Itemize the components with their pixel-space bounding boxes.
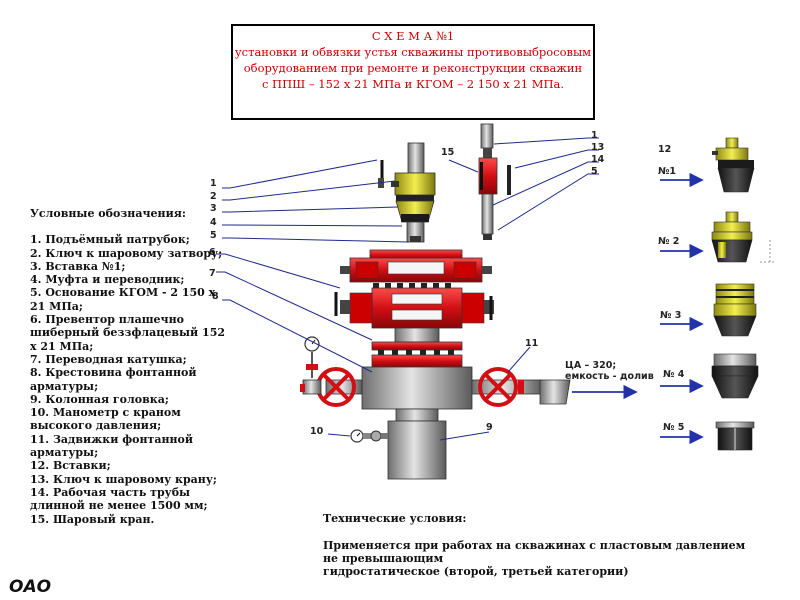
label-6: 6 <box>209 247 216 258</box>
legend-item: 15. Шаровый кран. <box>30 512 155 526</box>
technical-conditions: Технические условия: Применяется при раб… <box>323 512 763 578</box>
label-9: 9 <box>486 422 493 433</box>
insert-label-3: № 3 <box>660 310 681 321</box>
diagram-title-box: С Х Е М А №1 установки и обвязки устья с… <box>231 24 595 120</box>
preventer-stack <box>334 249 494 480</box>
insert-arrows <box>660 172 704 445</box>
insert-4-graphic <box>711 353 759 399</box>
legend-item: 5. Основание КГОМ - 2 150 х 21 МПа; <box>30 286 220 313</box>
label-11: 11 <box>525 338 538 349</box>
tech-line: гидростатическое (второй, третьей катего… <box>323 565 629 578</box>
legend-item: 14. Рабочая часть трубы длинной не менее… <box>30 485 208 513</box>
label-5: 5 <box>210 230 217 241</box>
legend-item: 7. Переводная катушка; <box>30 352 187 366</box>
legend-item: 11. Задвижки фонтанной арматуры; <box>30 432 197 460</box>
label-4: 4 <box>210 217 217 228</box>
legend-item: 13. Ключ к шаровому крану; <box>30 472 217 486</box>
legend-item: 3. Вставка №1; <box>30 259 126 273</box>
legend-item: 10. Манометр с краном высокого давления; <box>30 406 185 433</box>
label-r5: 5 <box>591 166 598 177</box>
label-12: 12 <box>658 144 671 155</box>
label-1: 1 <box>210 178 217 189</box>
title-line: С Х Е М А №1 <box>371 29 455 43</box>
insert-label-5: № 5 <box>663 422 684 433</box>
outlet-label-line1: ЦА – 320; <box>565 360 616 371</box>
insert-2-graphic <box>711 211 776 263</box>
left-gate-valve <box>300 336 363 407</box>
insert-3-graphic <box>713 283 757 337</box>
legend: Условные обозначения: 1. Подъёмный патру… <box>30 207 230 526</box>
manometer-with-valve <box>350 429 388 443</box>
legend-heading: Условные обозначения: <box>30 207 186 220</box>
insert-5-graphic <box>715 421 755 451</box>
label-r14: 14 <box>591 154 605 165</box>
leader-lines <box>216 137 599 441</box>
insert-1-graphic <box>712 137 755 193</box>
legend-item: 12. Вставки; <box>30 459 111 473</box>
tech-line: Применяется при работах на скважинах с п… <box>323 539 746 565</box>
label-r1: 1 <box>591 130 598 141</box>
label-2: 2 <box>210 191 217 202</box>
label-15: 15 <box>441 147 454 158</box>
lifting-pipe-assembly <box>378 142 436 243</box>
title-line: установки и обвязки устья скважины проти… <box>234 45 592 59</box>
title-line: оборудованием при ремонте и реконструкци… <box>243 61 583 75</box>
label-3: 3 <box>210 203 217 214</box>
company-label: ОАО <box>9 577 52 597</box>
legend-item: 8. Крестовина фонтанной арматуры; <box>30 366 201 393</box>
tech-heading: Технические условия: <box>323 512 467 525</box>
label-8: 8 <box>212 291 219 302</box>
legend-item: 6. Превентор плашечно шиберный беззфлаце… <box>30 313 229 353</box>
label-r13: 13 <box>591 142 604 153</box>
right-gate-valve <box>471 367 571 407</box>
label-7: 7 <box>209 268 216 279</box>
insert-label-4: № 4 <box>663 369 685 380</box>
title-line: с ППШ – 152 х 21 МПа и КГОМ – 2 150 х 21… <box>261 77 565 91</box>
ball-valve-assembly <box>478 123 511 240</box>
insert-label-1: №1 <box>658 166 676 177</box>
insert-label-2: № 2 <box>658 236 679 247</box>
legend-item: 9. Колонная головка; <box>30 392 169 406</box>
legend-item: 4. Муфта и переводник; <box>30 273 185 287</box>
legend-item: 1. Подъёмный патрубок; <box>30 233 190 247</box>
legend-item: 2. Ключ к шаровому затвору; <box>30 246 223 260</box>
label-10: 10 <box>310 426 324 437</box>
outlet-label-line2: емкость - долив <box>565 371 654 382</box>
